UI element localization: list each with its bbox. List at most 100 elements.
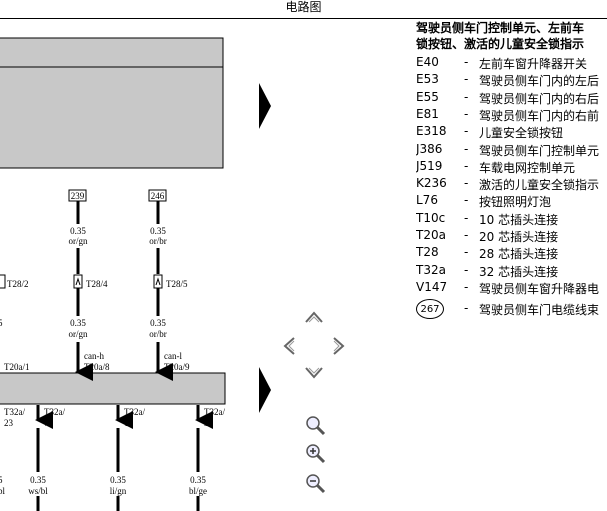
legend-item-code: K236: [416, 176, 447, 191]
pan-down-icon[interactable]: [304, 366, 324, 380]
legend-item-dash: -: [464, 72, 469, 87]
wire-gauge: 0.35: [70, 226, 86, 236]
wire-color-partial: bl: [0, 486, 6, 496]
bus-pin-label: T20a/1: [4, 362, 30, 372]
wire-gauge: 0.35: [110, 475, 126, 485]
legend-item-code: T20a: [416, 228, 446, 242]
legend-title-line-1: 驾驶员侧车门控制单元、左前车: [416, 21, 585, 35]
pin-label: T32a/: [4, 407, 25, 417]
legend-item-code: J519: [416, 158, 443, 173]
component-box-bottom: [0, 372, 226, 405]
legend-title-line-2: 锁按钮、激活的儿童安全锁指示: [416, 37, 585, 51]
pin-arrow: [155, 277, 161, 286]
legend-item-code: L76: [416, 193, 438, 208]
legend-item-code: J386: [416, 141, 443, 156]
legend-item-desc: 驾驶员侧车门内的右前: [479, 108, 600, 123]
pin-symbol: [0, 274, 6, 289]
pin-label: T28/5: [166, 279, 188, 289]
wire-gauge-partial: 5: [0, 318, 3, 328]
wire-color: ws/bl: [28, 486, 48, 496]
legend-item-dash: -: [464, 279, 469, 294]
legend-item-desc: 儿童安全锁按钮: [479, 126, 564, 141]
title-divider: [0, 18, 607, 19]
bus-pin-label: T20a/8: [84, 362, 110, 372]
bus-pin-label: T20a/9: [164, 362, 190, 372]
legend-item-desc: 驾驶员侧车门电缆线束: [479, 303, 600, 318]
legend-item-code: T28: [416, 245, 439, 260]
legend-item-dash: -: [464, 124, 469, 139]
connector-label-246: 246: [151, 191, 165, 201]
pin-label: 3: [204, 418, 209, 428]
wire-gauge: 0.35: [150, 226, 166, 236]
pan-up-icon[interactable]: [304, 310, 324, 324]
legend-item-desc: 按钮照明灯泡: [479, 195, 552, 210]
legend-item-dash: -: [464, 176, 469, 191]
wire-color: or/br: [149, 236, 167, 246]
pin-arrow: [75, 277, 81, 286]
pin-label: T32a/: [124, 407, 145, 417]
next-page-arrow-icon[interactable]: [258, 82, 272, 130]
legend-item-desc: 驾驶员侧车门内的左后: [479, 74, 600, 89]
wire-color: li/gn: [110, 486, 127, 496]
legend-item-dash: -: [464, 55, 469, 69]
wire-color: bl/ge: [189, 486, 207, 496]
pan-left-icon[interactable]: [282, 336, 296, 356]
pan-right-icon[interactable]: [332, 336, 346, 356]
wire-color: or/gn: [69, 329, 88, 339]
legend-item-dash: -: [464, 158, 469, 173]
legend-item-desc: 车载电网控制单元: [479, 160, 576, 175]
legend-item-desc: 驾驶员侧车门控制单元: [479, 143, 600, 158]
wire-color: or/br: [149, 329, 167, 339]
pin-label: 14: [124, 418, 134, 428]
legend-item-dash: -: [464, 141, 469, 156]
legend-item-desc: 28 芯插头连接: [479, 247, 559, 262]
legend-item-code: E53: [416, 72, 439, 87]
legend-item-dash: -: [464, 89, 469, 104]
wire-gauge: 0.35: [30, 475, 46, 485]
legend-item-code: 267: [416, 299, 444, 320]
legend-item-dash: -: [464, 301, 469, 316]
legend-item-desc: 左前车窗升降器开关: [479, 57, 588, 71]
legend-item-desc: 驾驶员侧车窗升降器电: [479, 281, 600, 296]
legend-item-desc: 激活的儿童安全锁指示: [479, 178, 600, 193]
legend-item-dash: -: [464, 262, 469, 277]
legend-item-desc: 驾驶员侧车门内的右后: [479, 91, 600, 106]
legend-item-code: T10c: [416, 210, 446, 225]
connector-label-239: 239: [71, 191, 85, 201]
pin-label: 23: [4, 418, 14, 428]
pin-label: T28/2: [7, 279, 29, 289]
zoom-in-icon[interactable]: [304, 442, 326, 464]
pin-label: 7: [44, 418, 49, 428]
zoom-out-icon[interactable]: [304, 472, 326, 494]
pin-label: T32a/: [44, 407, 65, 417]
next-page-arrow-icon[interactable]: [258, 366, 272, 414]
wire-gauge: 0.35: [150, 318, 166, 328]
legend-item-desc: 10 芯插头连接: [479, 212, 559, 227]
pin-symbol: [153, 274, 163, 289]
legend-item-code: E81: [416, 106, 439, 121]
legend-item-desc: 32 芯插头连接: [479, 264, 559, 279]
legend-item-code: V147: [416, 279, 448, 294]
legend-item-code: E55: [416, 89, 439, 104]
legend-item-desc: 20 芯插头连接: [479, 230, 559, 244]
legend-item-code: E40: [416, 55, 439, 69]
legend-item-code: T32a: [416, 262, 446, 277]
legend-item-dash: -: [464, 245, 469, 260]
wire-gauge: 0.35: [190, 475, 206, 485]
legend-item-code: E318: [416, 124, 447, 139]
bus-name: can-l: [164, 351, 182, 361]
pin-symbol: [73, 274, 83, 289]
pin-label: T28/4: [86, 279, 108, 289]
component-legend: 驾驶员侧车门控制单元、左前车 锁按钮、激活的儿童安全锁指示 E40-左前车窗升降…: [416, 20, 607, 320]
wire-gauge-partial: 5: [0, 475, 3, 485]
legend-item-dash: -: [464, 106, 469, 121]
legend-item-dash: -: [464, 228, 469, 242]
legend-item-dash: -: [464, 210, 469, 225]
legend-item-dash: -: [464, 193, 469, 208]
bus-name: can-h: [84, 351, 104, 361]
component-box-top: [0, 37, 224, 169]
wire-gauge: 0.35: [70, 318, 86, 328]
page-title: 电路图: [285, 0, 322, 14]
zoom-fit-icon[interactable]: [304, 414, 326, 436]
